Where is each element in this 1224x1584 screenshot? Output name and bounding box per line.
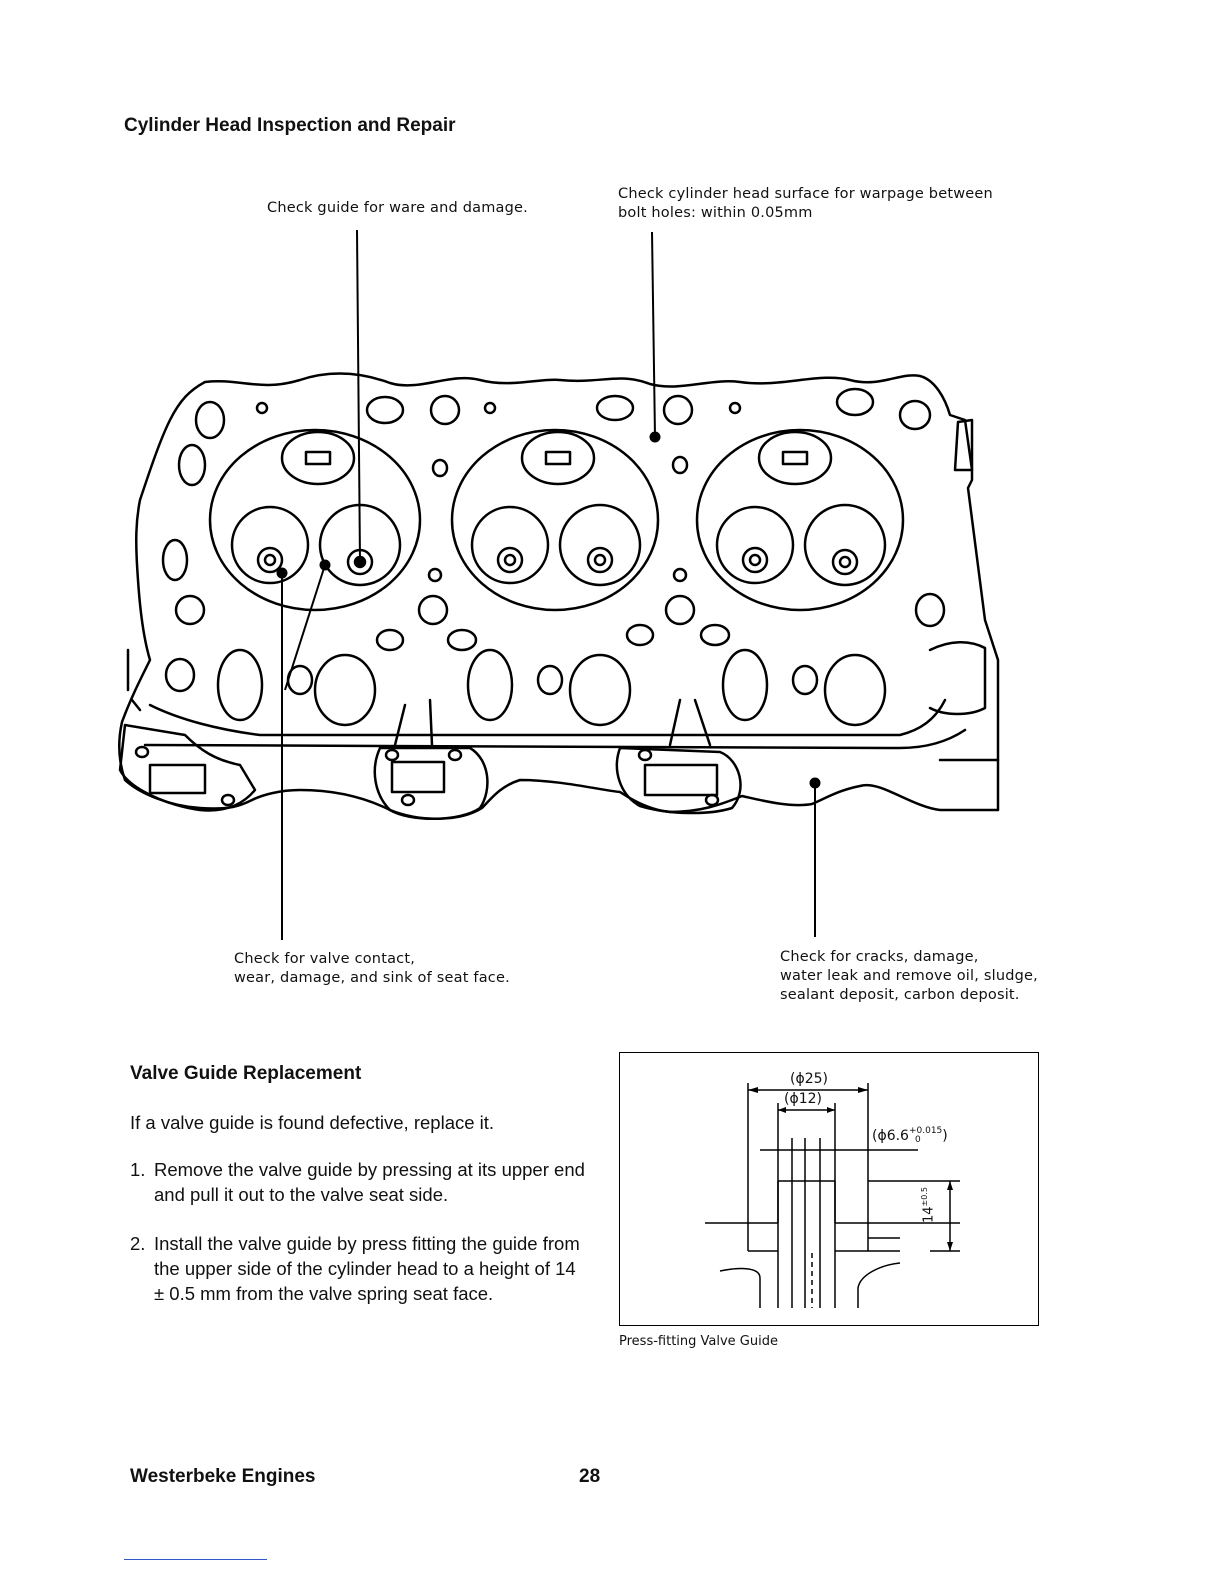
callout-valve-line1: Check for valve contact, xyxy=(234,951,416,967)
head-deck xyxy=(148,698,947,737)
dim-bore-tolerance-lower: 0 xyxy=(914,1135,921,1145)
head-outline xyxy=(118,372,1000,820)
callout-cracks-line1: Check for cracks, damage, xyxy=(780,949,979,965)
callout-surface-line1: Check cylinder head surface for warpage … xyxy=(618,186,993,202)
dim-height-tolerance: ±0.5 xyxy=(920,1187,929,1207)
footer-brand: Westerbeke Engines xyxy=(130,1466,316,1487)
section-title: Cylinder Head Inspection and Repair xyxy=(124,115,456,136)
intro-text: If a valve guide is found defective, rep… xyxy=(130,1112,495,1133)
chamber-1 xyxy=(208,428,422,612)
step-text: Remove the valve guide by pressing at it… xyxy=(154,1159,585,1205)
figure-caption: Press-fitting Valve Guide xyxy=(619,1334,778,1349)
step-number: 1. xyxy=(130,1159,146,1180)
dim-height-label: 14±0.5 xyxy=(920,1187,936,1223)
step-text: Install the valve guide by press fitting… xyxy=(154,1233,580,1304)
footer-rule xyxy=(124,1559,267,1560)
dim-outer-label: (ϕ25) xyxy=(790,1071,828,1087)
callout-cracks-line2: water leak and remove oil, sludge, xyxy=(780,968,1038,984)
step-number: 2. xyxy=(130,1233,146,1254)
page-number: 28 xyxy=(579,1466,601,1487)
callout-cracks-line3: sealant deposit, carbon deposit. xyxy=(780,987,1020,1003)
callout-guide: Check guide for ware and damage. xyxy=(267,200,528,216)
dim-bore-value: (ϕ6.6 xyxy=(872,1128,909,1144)
dim-height-value: 14 xyxy=(921,1206,937,1223)
dim-bore-tolerance-upper: +0.015 xyxy=(908,1126,943,1136)
valve-guide-drawing xyxy=(705,1083,960,1308)
callout-valve: Check for valve contact, wear, damage, a… xyxy=(234,950,510,988)
callout-surface: Check cylinder head surface for warpage … xyxy=(618,185,993,223)
chamber-2 xyxy=(450,428,660,612)
callout-valve-line2: wear, damage, and sink of seat face. xyxy=(234,970,510,986)
step-list: 1. Remove the valve guide by pressing at… xyxy=(130,1157,585,1330)
chamber-3 xyxy=(695,428,905,612)
dim-inner-label: (ϕ12) xyxy=(784,1091,822,1107)
section-title-valve-guide: Valve Guide Replacement xyxy=(130,1063,362,1084)
dim-bore-close: ) xyxy=(942,1128,948,1144)
step-item: 2. Install the valve guide by press fitt… xyxy=(130,1231,585,1306)
callout-surface-line2: bolt holes: within 0.05mm xyxy=(618,205,813,221)
step-item: 1. Remove the valve guide by pressing at… xyxy=(130,1157,585,1207)
callout-cracks: Check for cracks, damage, water leak and… xyxy=(780,948,1038,1005)
